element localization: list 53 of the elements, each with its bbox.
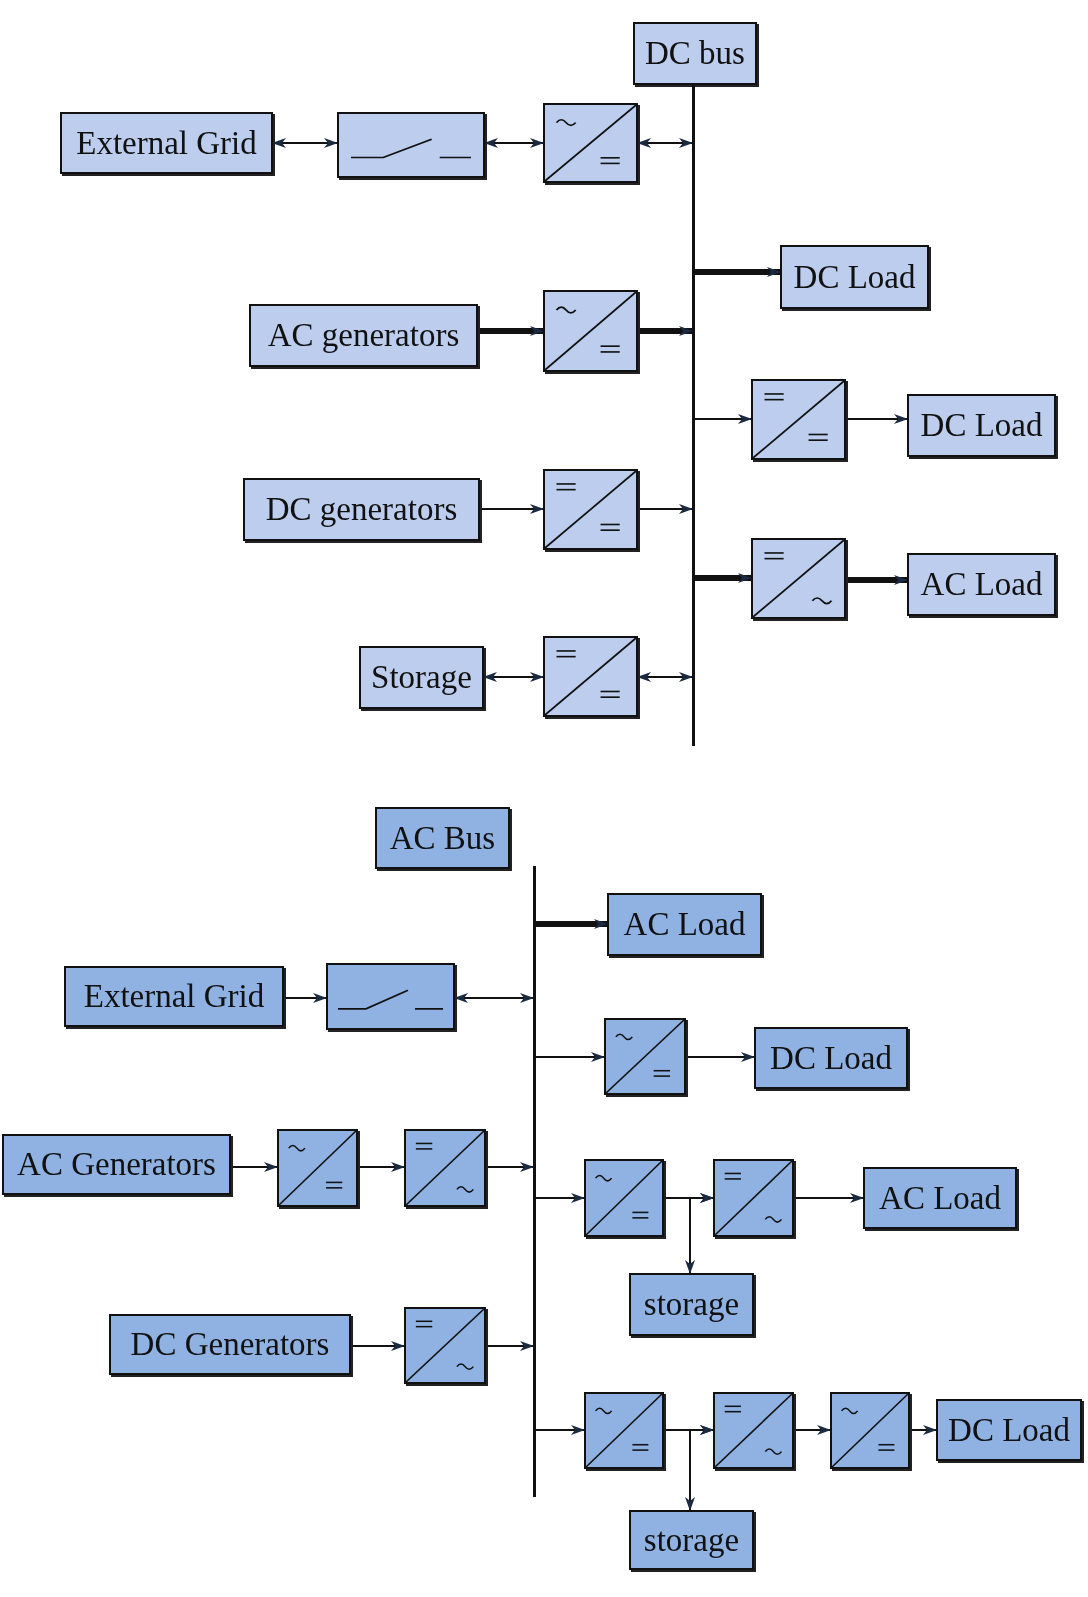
component-box: DC Load [936, 1399, 1082, 1461]
arrow [695, 573, 752, 583]
arrow [793, 1425, 831, 1435]
arrow [685, 1425, 714, 1511]
component-box: AC generators [249, 304, 478, 367]
arrow [230, 1162, 278, 1172]
arrow [478, 326, 544, 336]
component-box: AC Generators [2, 1134, 231, 1195]
component-box: DC Generators [109, 1314, 351, 1375]
arrow [637, 138, 693, 148]
arrow [484, 138, 544, 148]
component-box: Storage [359, 646, 484, 709]
component-box: AC Bus [375, 807, 510, 869]
bus-line [533, 866, 536, 1497]
component-box: External Grid [64, 966, 284, 1027]
arrow [454, 993, 534, 1003]
component-box: AC Load [907, 553, 1056, 616]
arrow [483, 672, 544, 682]
arrow [535, 1193, 585, 1203]
arrow [793, 1193, 864, 1203]
arrow [909, 1425, 937, 1435]
arrow [694, 414, 752, 424]
arrow [637, 672, 693, 682]
component-box: External Grid [60, 112, 273, 174]
arrow [479, 504, 544, 514]
component-box: DC Load [754, 1027, 908, 1089]
component-box: DC generators [243, 478, 480, 541]
component-box: AC Load [607, 893, 762, 956]
component-box: storage [629, 1510, 754, 1570]
arrow [637, 504, 693, 514]
arrow [485, 1341, 534, 1351]
arrow [272, 138, 338, 148]
switch-box [337, 112, 485, 178]
component-box: AC Load [863, 1167, 1017, 1229]
arrow [350, 1341, 405, 1351]
component-box: DC Load [907, 394, 1056, 457]
arrow [685, 1193, 714, 1274]
arrow [685, 1052, 755, 1062]
component-box: DC Load [780, 245, 929, 309]
bus-line [692, 85, 695, 746]
component-box: storage [629, 1273, 754, 1336]
arrow [845, 414, 908, 424]
arrow [536, 919, 608, 929]
component-box: DC bus [633, 22, 757, 85]
arrow [535, 1425, 585, 1435]
arrow [283, 993, 327, 1003]
arrow [485, 1162, 534, 1172]
arrow [535, 1052, 605, 1062]
arrow [357, 1162, 405, 1172]
arrow [846, 575, 908, 585]
arrow [638, 326, 693, 336]
switch-box [326, 963, 455, 1030]
arrow [695, 267, 781, 277]
